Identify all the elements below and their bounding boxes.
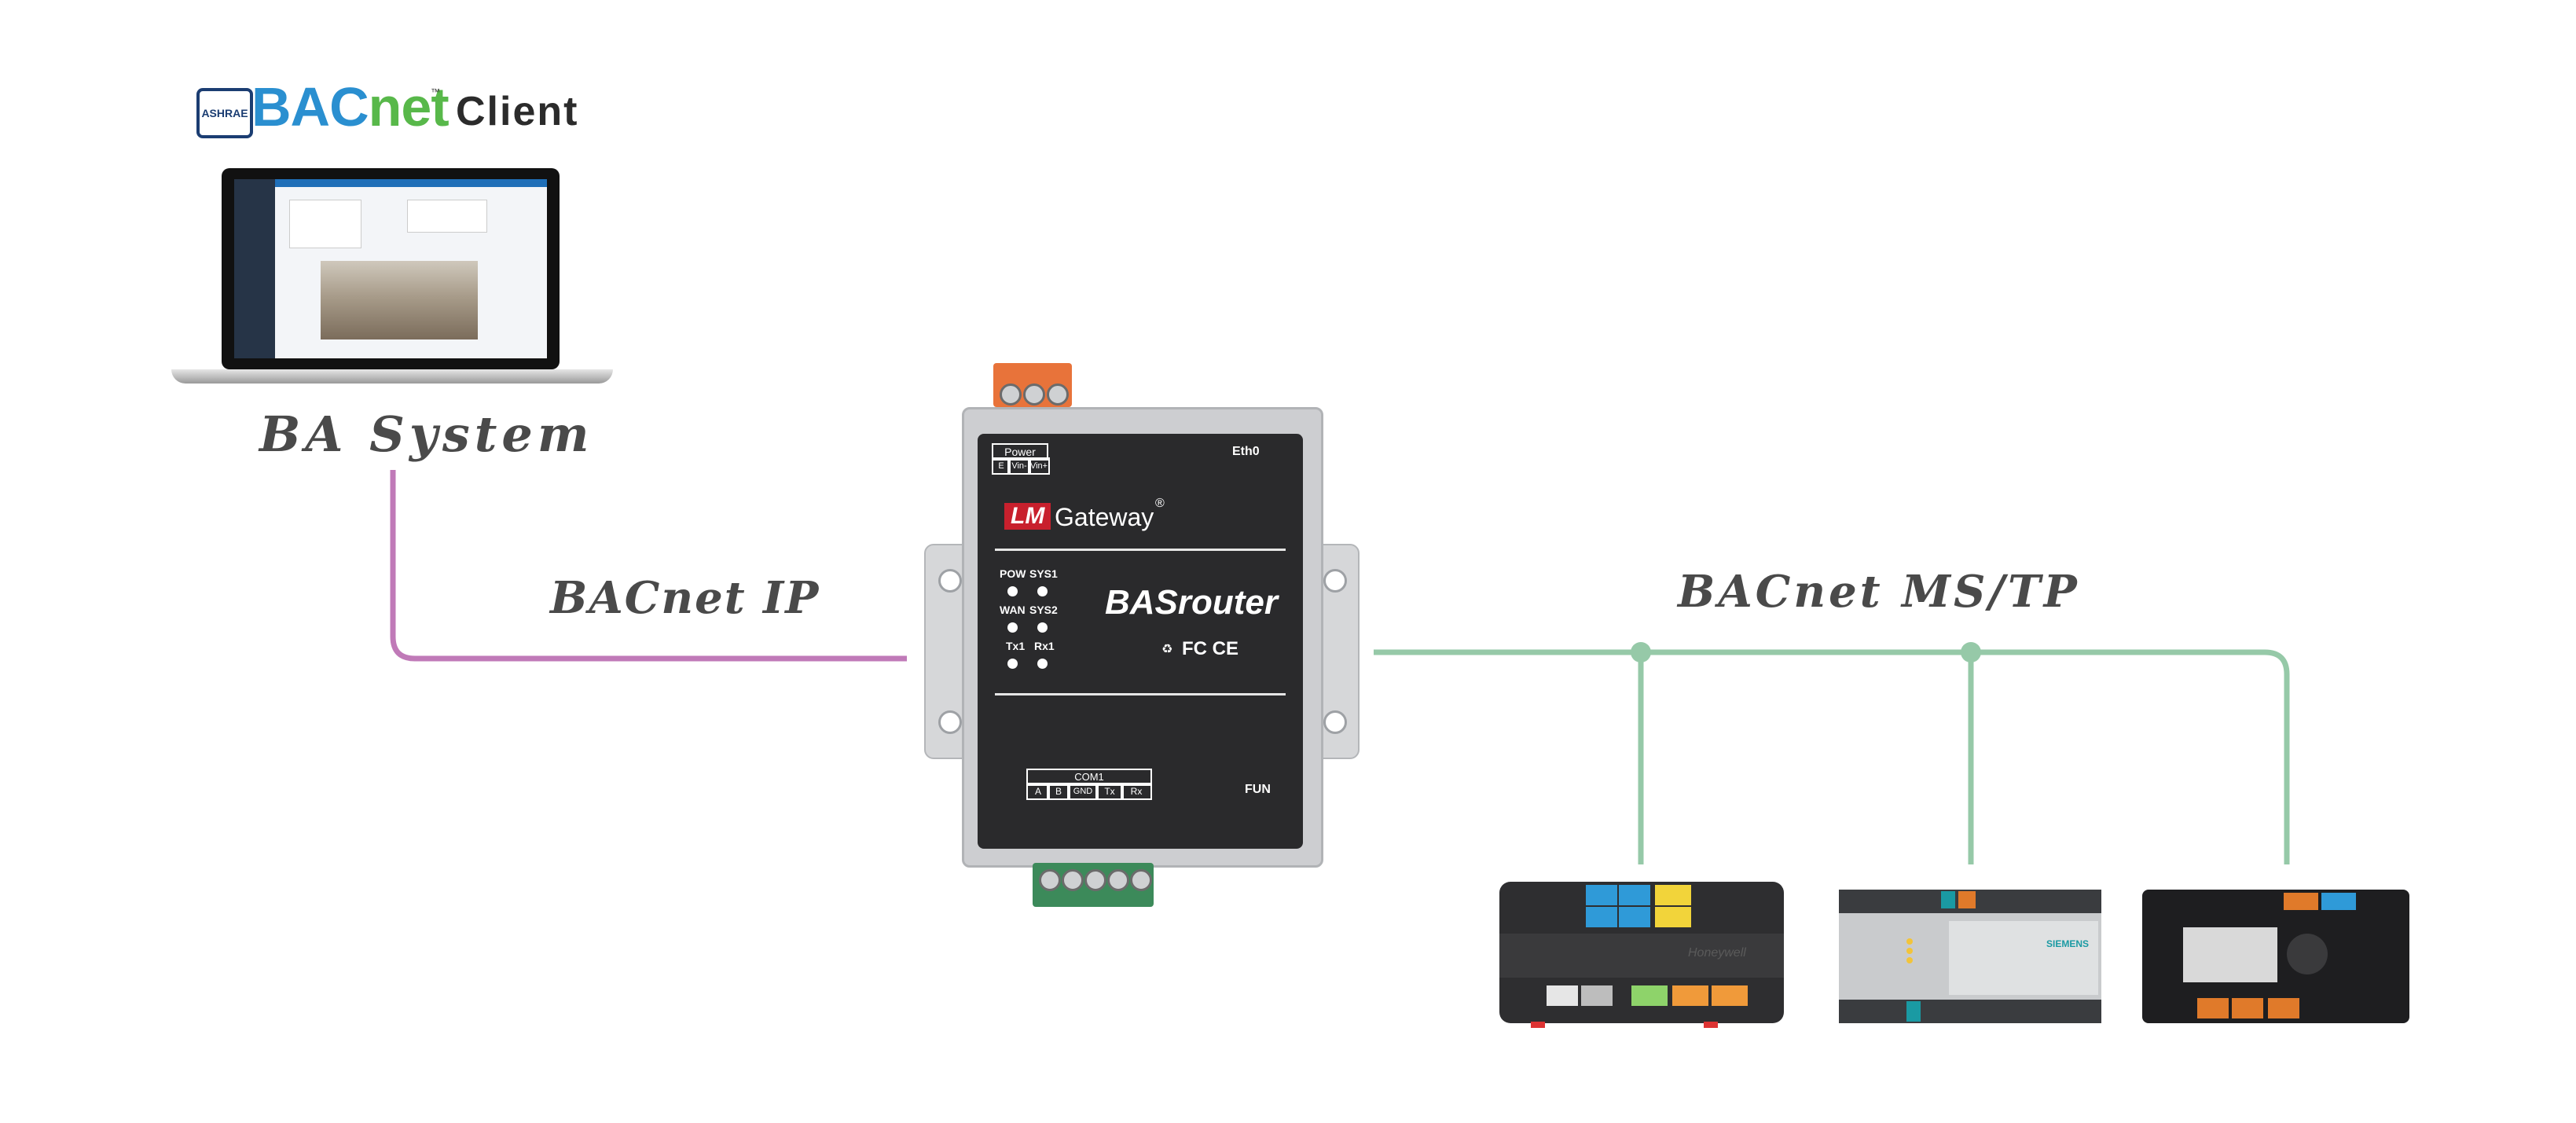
ashrae-logo-icon: ASHRAE <box>196 88 253 138</box>
sys1-led <box>1037 586 1048 596</box>
fun-button-label: FUN <box>1245 783 1271 796</box>
com1-terminal-block <box>1033 863 1154 907</box>
bacnet-ip-label: BACnet IP <box>550 572 820 624</box>
power-label-box: Power <box>992 443 1048 461</box>
tx1-led <box>1007 659 1018 669</box>
honeywell-controller-image <box>1499 882 1784 1028</box>
com1-label-box: COM1 <box>1026 769 1152 786</box>
lm-brand-icon: LM <box>1004 503 1051 530</box>
weee-icon: ♻ <box>1161 643 1173 656</box>
floorplan-3d-image <box>321 261 478 339</box>
panel-divider-bottom <box>995 693 1286 695</box>
sys2-led <box>1037 622 1048 633</box>
fcc-ce-mark-icon: FC CE <box>1182 638 1238 659</box>
bacnet-mstp-label: BACnet MS/TP <box>1678 566 2080 618</box>
wan-led <box>1007 622 1018 633</box>
basrouter-device: Power E Vin- Vin+ Eth0 LM Gateway ® POW … <box>924 363 1360 907</box>
power-terminal-block <box>993 363 1072 407</box>
mstp-junction-2 <box>1961 642 1981 662</box>
laptop-ba-workstation <box>171 165 613 393</box>
bacnet-ip-line <box>390 470 907 662</box>
siemens-brand-label: SIEMENS <box>2046 938 2090 949</box>
bacnet-wordmark: BACnet <box>251 76 450 138</box>
bacnet-client-logo: ASHRAE BACnet ™ Client <box>196 76 605 141</box>
third-controller-image <box>2142 890 2409 1023</box>
eth0-port-label: Eth0 <box>1232 445 1260 458</box>
siemens-controller: SIEMENS <box>1839 874 2101 1034</box>
bms-screen <box>234 179 547 358</box>
client-label: Client <box>456 89 579 134</box>
rx1-led <box>1037 659 1048 669</box>
panel-divider-top <box>995 549 1286 551</box>
ba-system-label: BA System <box>259 406 594 463</box>
gateway-brand-text: Gateway <box>1055 503 1154 531</box>
honeywell-brand-label: Honeywell <box>1688 946 1746 960</box>
honeywell-controller: Honeywell <box>1499 879 1784 1028</box>
basrouter-model-label: BASrouter <box>1105 583 1279 622</box>
mstp-junction-1 <box>1631 642 1651 662</box>
laptop-base <box>171 369 613 384</box>
siemens-controller-image <box>1839 890 2101 1023</box>
router-front-panel: Power E Vin- Vin+ Eth0 LM Gateway ® POW … <box>978 434 1303 849</box>
pow-led <box>1007 586 1018 596</box>
bacnet-mstp-bus-line <box>1374 649 2290 864</box>
third-controller <box>2142 879 2409 1033</box>
